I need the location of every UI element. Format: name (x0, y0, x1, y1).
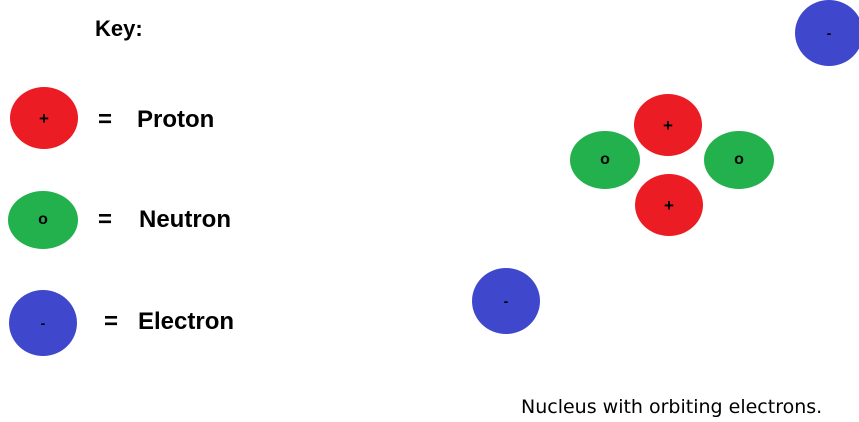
key-neutron-symbol: o (38, 211, 48, 228)
nucleus-proton-top-symbol: + (663, 115, 673, 135)
key-title: Key: (95, 16, 143, 41)
nucleus-neutron-left-symbol: o (600, 151, 610, 168)
key-neutron-equals: = (98, 206, 113, 233)
orbiting-electron-bottom-left-symbol: - (503, 293, 509, 309)
key-electron-equals: = (104, 308, 119, 335)
diagram-caption: Nucleus with orbiting electrons. (521, 396, 823, 418)
key-proton-equals: = (98, 106, 113, 133)
nucleus-neutron-left: o (570, 131, 640, 189)
nucleus-neutron-right-symbol: o (734, 151, 744, 168)
nucleus-proton-bottom: + (635, 174, 703, 236)
orbiting-electron-bottom-left: - (472, 268, 540, 334)
nucleus-neutron-right: o (704, 131, 774, 189)
key-proton-label: Proton (137, 106, 215, 133)
key-proton-icon: + (10, 87, 78, 149)
key-electron-symbol: - (40, 315, 46, 331)
nucleus-proton-top: + (634, 94, 702, 156)
key-electron-icon: - (9, 290, 77, 356)
nucleus-proton-bottom-symbol: + (664, 195, 674, 215)
key-electron-label: Electron (138, 308, 235, 335)
key-proton-symbol: + (39, 108, 49, 128)
key-neutron-icon: o (8, 191, 78, 249)
orbiting-electron-top-right-symbol: - (826, 25, 832, 41)
orbiting-electron-top-right: - (795, 0, 859, 66)
key-neutron-label: Neutron (139, 206, 231, 233)
